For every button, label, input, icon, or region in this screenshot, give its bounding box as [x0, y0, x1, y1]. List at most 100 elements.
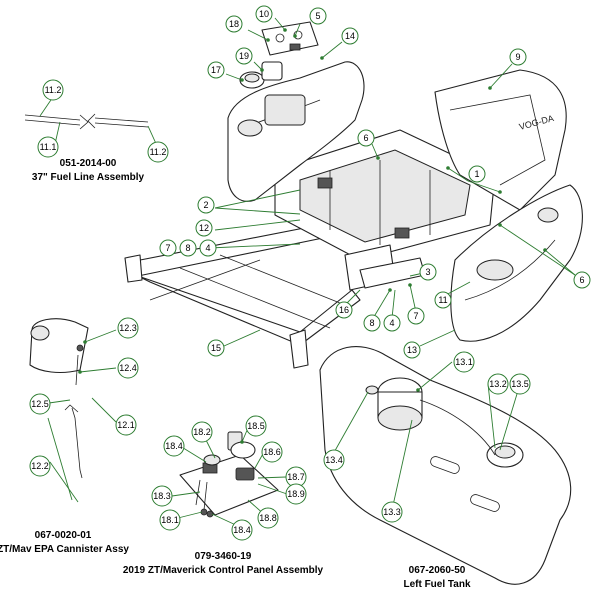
callout-14: 14 [341, 27, 359, 45]
svg-text:13: 13 [407, 345, 417, 355]
front-frame [274, 129, 496, 261]
canister-title: ZT/Mav EPA Cannister Assy [0, 544, 129, 555]
callout-13: 13 [403, 341, 421, 359]
callout-5: 5 [309, 7, 327, 25]
leader-endpoints [78, 28, 547, 444]
callout-6-top: 6 [357, 129, 375, 147]
svg-text:18.2: 18.2 [193, 427, 211, 437]
callout-18-6: 18.6 [261, 441, 283, 463]
svg-text:2: 2 [203, 200, 208, 210]
canister-part-number: 067-0020-01 [35, 530, 92, 541]
callout-18-4-bottom: 18.4 [231, 519, 253, 541]
svg-text:18.4: 18.4 [233, 525, 251, 535]
callout-18: 18 [225, 15, 243, 33]
svg-text:12.1: 12.1 [117, 420, 135, 430]
svg-text:14: 14 [345, 31, 355, 41]
svg-text:18.4: 18.4 [165, 441, 183, 451]
callout-1: 1 [468, 165, 486, 183]
callout-17: 17 [207, 61, 225, 79]
tank-part-number: 067-2060-50 [409, 565, 466, 576]
svg-text:4: 4 [389, 318, 394, 328]
callout-16: 16 [335, 301, 353, 319]
fuel-line-title: 37" Fuel Line Assembly [32, 172, 145, 183]
svg-text:11.1: 11.1 [40, 142, 57, 152]
svg-text:18.9: 18.9 [287, 489, 305, 499]
callout-11-2-right: 11.2 [147, 141, 169, 163]
callout-15: 15 [207, 339, 225, 357]
callout-4-left: 4 [199, 239, 217, 257]
engine-deck-pieces [344, 244, 426, 291]
svg-text:7: 7 [165, 243, 170, 253]
callout-12: 12 [195, 219, 213, 237]
callout-18-1: 18.1 [159, 509, 181, 531]
svg-text:11.2: 11.2 [150, 147, 167, 157]
epa-canister [29, 318, 89, 479]
control-panel-title: 2019 ZT/Maverick Control Panel Assembly [123, 565, 324, 576]
tank-title: Left Fuel Tank [403, 579, 470, 590]
svg-text:13.5: 13.5 [511, 379, 529, 389]
callout-13-3: 13.3 [381, 501, 403, 523]
svg-text:6: 6 [579, 275, 584, 285]
callout-12-3: 12.3 [117, 317, 139, 339]
left-fuel-tank [319, 346, 572, 585]
svg-text:11.2: 11.2 [45, 85, 62, 95]
svg-text:1: 1 [474, 169, 479, 179]
svg-text:10: 10 [259, 9, 269, 19]
callout-18-5: 18.5 [245, 415, 267, 437]
svg-text:18.6: 18.6 [263, 447, 281, 457]
svg-text:18.7: 18.7 [287, 472, 305, 482]
svg-text:8: 8 [185, 243, 190, 253]
svg-text:9: 9 [515, 52, 520, 62]
callout-6-right: 6 [573, 271, 591, 289]
svg-text:4: 4 [205, 243, 210, 253]
callout-19: 19 [235, 47, 253, 65]
svg-text:12.3: 12.3 [119, 323, 137, 333]
svg-text:15: 15 [211, 343, 221, 353]
svg-text:5: 5 [315, 11, 320, 21]
svg-text:18: 18 [229, 19, 239, 29]
callout-9: 9 [509, 48, 527, 66]
callout-18-8: 18.8 [257, 507, 279, 529]
svg-text:12: 12 [199, 223, 209, 233]
svg-text:12.5: 12.5 [31, 399, 49, 409]
svg-text:12.2: 12.2 [31, 461, 49, 471]
rear-switch [261, 61, 283, 81]
right-fender-tank [450, 184, 583, 342]
fuel-line-part-number: 051-2014-00 [60, 158, 117, 169]
callout-11-2-left: 11.2 [42, 79, 64, 101]
svg-text:13.1: 13.1 [455, 357, 473, 367]
seat-pan: VOG-DA [434, 69, 567, 211]
svg-text:13.3: 13.3 [383, 507, 401, 517]
callout-18-4-top: 18.4 [163, 435, 185, 457]
rear-fuel-tank [227, 61, 365, 202]
rear-gauge [239, 71, 265, 89]
callout-18-2: 18.2 [191, 421, 213, 443]
callout-12-5: 12.5 [29, 393, 51, 415]
callout-12-4: 12.4 [117, 357, 139, 379]
callout-12-1: 12.1 [115, 414, 137, 436]
callouts: 10 5 18 14 19 17 9 6 1 2 12 7 8 4 3 6 11… [29, 5, 591, 541]
svg-text:18.3: 18.3 [153, 491, 171, 501]
svg-text:18.1: 18.1 [161, 515, 179, 525]
callout-7-left: 7 [159, 239, 177, 257]
callout-13-4: 13.4 [323, 449, 345, 471]
callout-13-5: 13.5 [509, 373, 531, 395]
callout-7-bottom: 7 [407, 307, 425, 325]
fuel-line-drawing [24, 113, 149, 130]
svg-text:13.2: 13.2 [489, 379, 507, 389]
svg-text:19: 19 [239, 51, 249, 61]
callout-2: 2 [197, 196, 215, 214]
svg-text:18.8: 18.8 [259, 513, 277, 523]
rear-control-panel [261, 21, 319, 56]
callout-18-3: 18.3 [151, 485, 173, 507]
svg-text:6: 6 [363, 133, 368, 143]
captions: 051-2014-00 37" Fuel Line Assembly 067-0… [0, 158, 471, 590]
svg-text:7: 7 [413, 311, 418, 321]
svg-text:12.4: 12.4 [119, 363, 137, 373]
control-panel-part-number: 079-3460-19 [195, 551, 252, 562]
callout-13-1: 13.1 [453, 351, 475, 373]
callout-3: 3 [419, 263, 437, 281]
callout-10: 10 [255, 5, 273, 23]
